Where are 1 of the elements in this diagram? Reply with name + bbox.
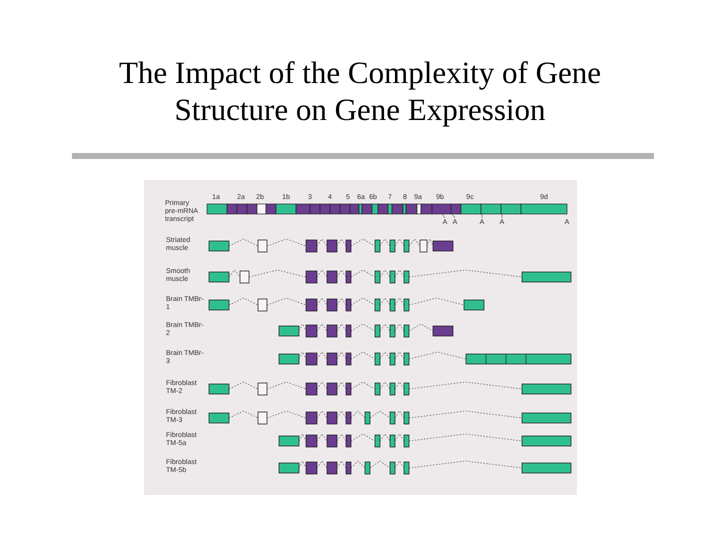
slide-title: The Impact of the Complexity of Gene Structure on Gene Expression xyxy=(118,54,602,128)
